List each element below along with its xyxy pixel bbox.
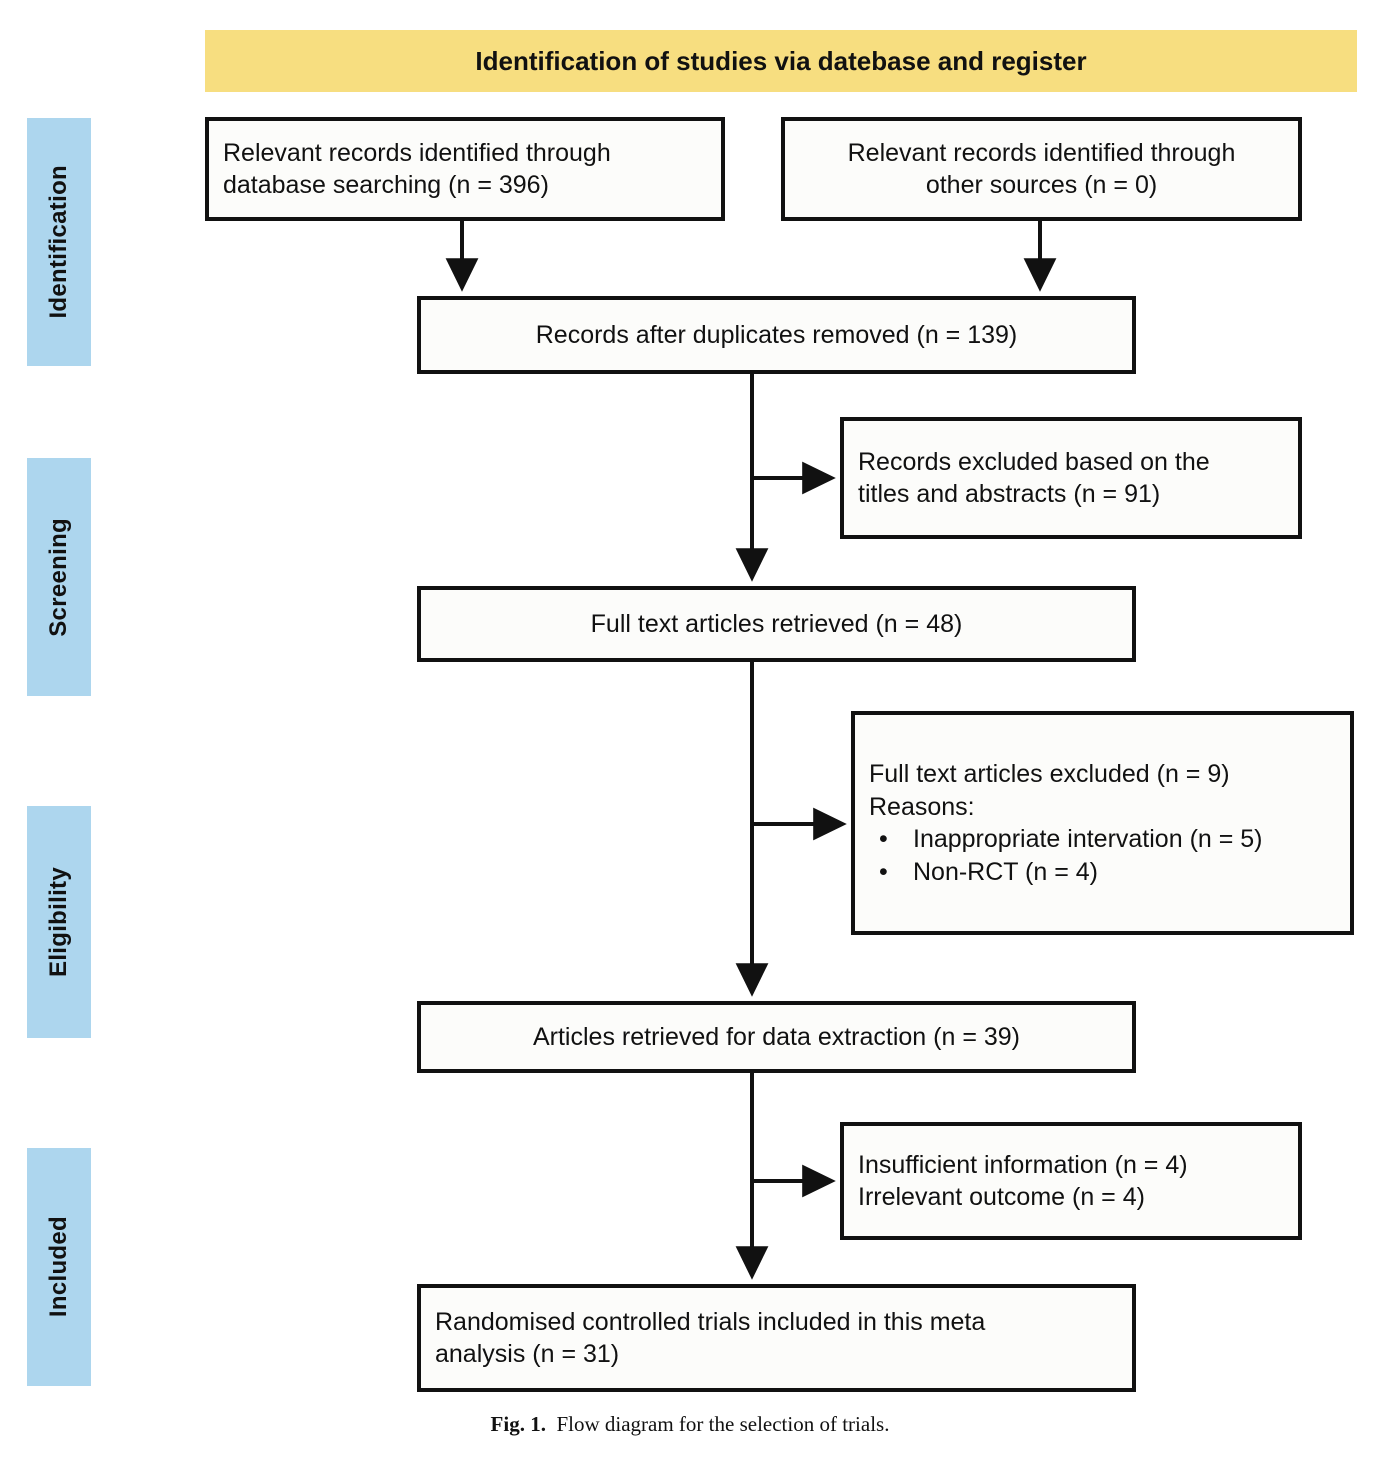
box-insufficient-information-line2: Irrelevant outcome (n = 4) [858, 1183, 1145, 1211]
box-full-text-articles-excluded: Full text articles excluded (n = 9) Reas… [851, 711, 1354, 935]
stage-label-identification: Identification [27, 118, 91, 366]
diagram-title: Identification of studies via datebase a… [475, 45, 1087, 76]
box-full-text-articles-retrieved-line1: Full text articles retrieved (n = 48) [590, 609, 963, 638]
connector-fulltext-to-extraction [735, 662, 847, 997]
bullet-point-icon: • [879, 857, 888, 886]
bullet-point-icon: • [879, 825, 888, 853]
box-insufficient-information-line1: Insufficient information (n = 4) [858, 1150, 1188, 1179]
box-records-database-searching: Relevant records identified through data… [205, 117, 725, 221]
box-articles-retrieved-data-extraction-line1: Articles retrieved for data extraction (… [532, 1022, 1021, 1051]
box-records-after-duplicates-removed-line1: Records after duplicates removed (n = 13… [535, 320, 1018, 349]
stage-label-screening: Screening [27, 458, 91, 696]
box-randomised-controlled-trials-included: Randomised controlled trials included in… [417, 1284, 1136, 1392]
stage-label-screening-text: Screening [45, 517, 72, 637]
box-full-text-articles-excluded-reason-1-text: Inappropriate intervation (n = 5) [913, 825, 1263, 853]
box-insufficient-information: Insufficient information (n = 4) Irrelev… [840, 1122, 1302, 1240]
box-records-database-searching-line1: Relevant records identified through [223, 138, 611, 167]
connector-extraction-to-included [735, 1073, 836, 1280]
box-records-excluded-titles-abstracts-line1: Records excluded based on the [858, 447, 1210, 476]
connector-dedup-to-excluded-titles [735, 374, 836, 582]
box-records-other-sources-line1: Relevant records identified through [847, 138, 1236, 167]
stage-label-eligibility-text: Eligibility [45, 867, 72, 977]
stage-label-included-text: Included [45, 1216, 72, 1318]
box-full-text-articles-retrieved: Full text articles retrieved (n = 48) [417, 586, 1136, 662]
box-randomised-controlled-trials-included-line1: Randomised controlled trials included in… [435, 1307, 986, 1336]
box-full-text-articles-excluded-reasons-label: Reasons: [869, 792, 975, 821]
figure-caption: Fig. 1. Flow diagram for the selection o… [0, 1412, 1380, 1437]
box-records-after-duplicates-removed: Records after duplicates removed (n = 13… [417, 296, 1136, 374]
diagram-header-banner: Identification of studies via datebase a… [205, 30, 1357, 92]
stage-label-included: Included [27, 1148, 91, 1386]
box-records-other-sources-line2: other sources (n = 0) [925, 171, 1158, 199]
figure-caption-text: Flow diagram for the selection of trials… [556, 1412, 890, 1436]
stage-label-identification-text: Identification [45, 165, 72, 319]
box-full-text-articles-excluded-reason-1: • Inappropriate intervation (n = 5) [855, 823, 1350, 856]
box-records-excluded-titles-abstracts: Records excluded based on the titles and… [840, 417, 1302, 539]
box-records-other-sources: Relevant records identified through othe… [781, 117, 1302, 221]
box-full-text-articles-excluded-reason-2: • Non-RCT (n = 4) [855, 856, 1350, 889]
box-records-database-searching-line2: database searching (n = 396) [223, 171, 549, 199]
figure-caption-label: Fig. 1. [490, 1412, 546, 1436]
box-records-excluded-titles-abstracts-line2: titles and abstracts (n = 91) [858, 480, 1161, 508]
box-full-text-articles-excluded-reason-2-text: Non-RCT (n = 4) [913, 857, 1099, 886]
stage-label-eligibility: Eligibility [27, 806, 91, 1038]
box-articles-retrieved-data-extraction: Articles retrieved for data extraction (… [417, 1001, 1136, 1073]
box-randomised-controlled-trials-included-line2: analysis (n = 31) [435, 1340, 620, 1368]
box-full-text-articles-excluded-line1: Full text articles excluded (n = 9) [869, 760, 1230, 788]
